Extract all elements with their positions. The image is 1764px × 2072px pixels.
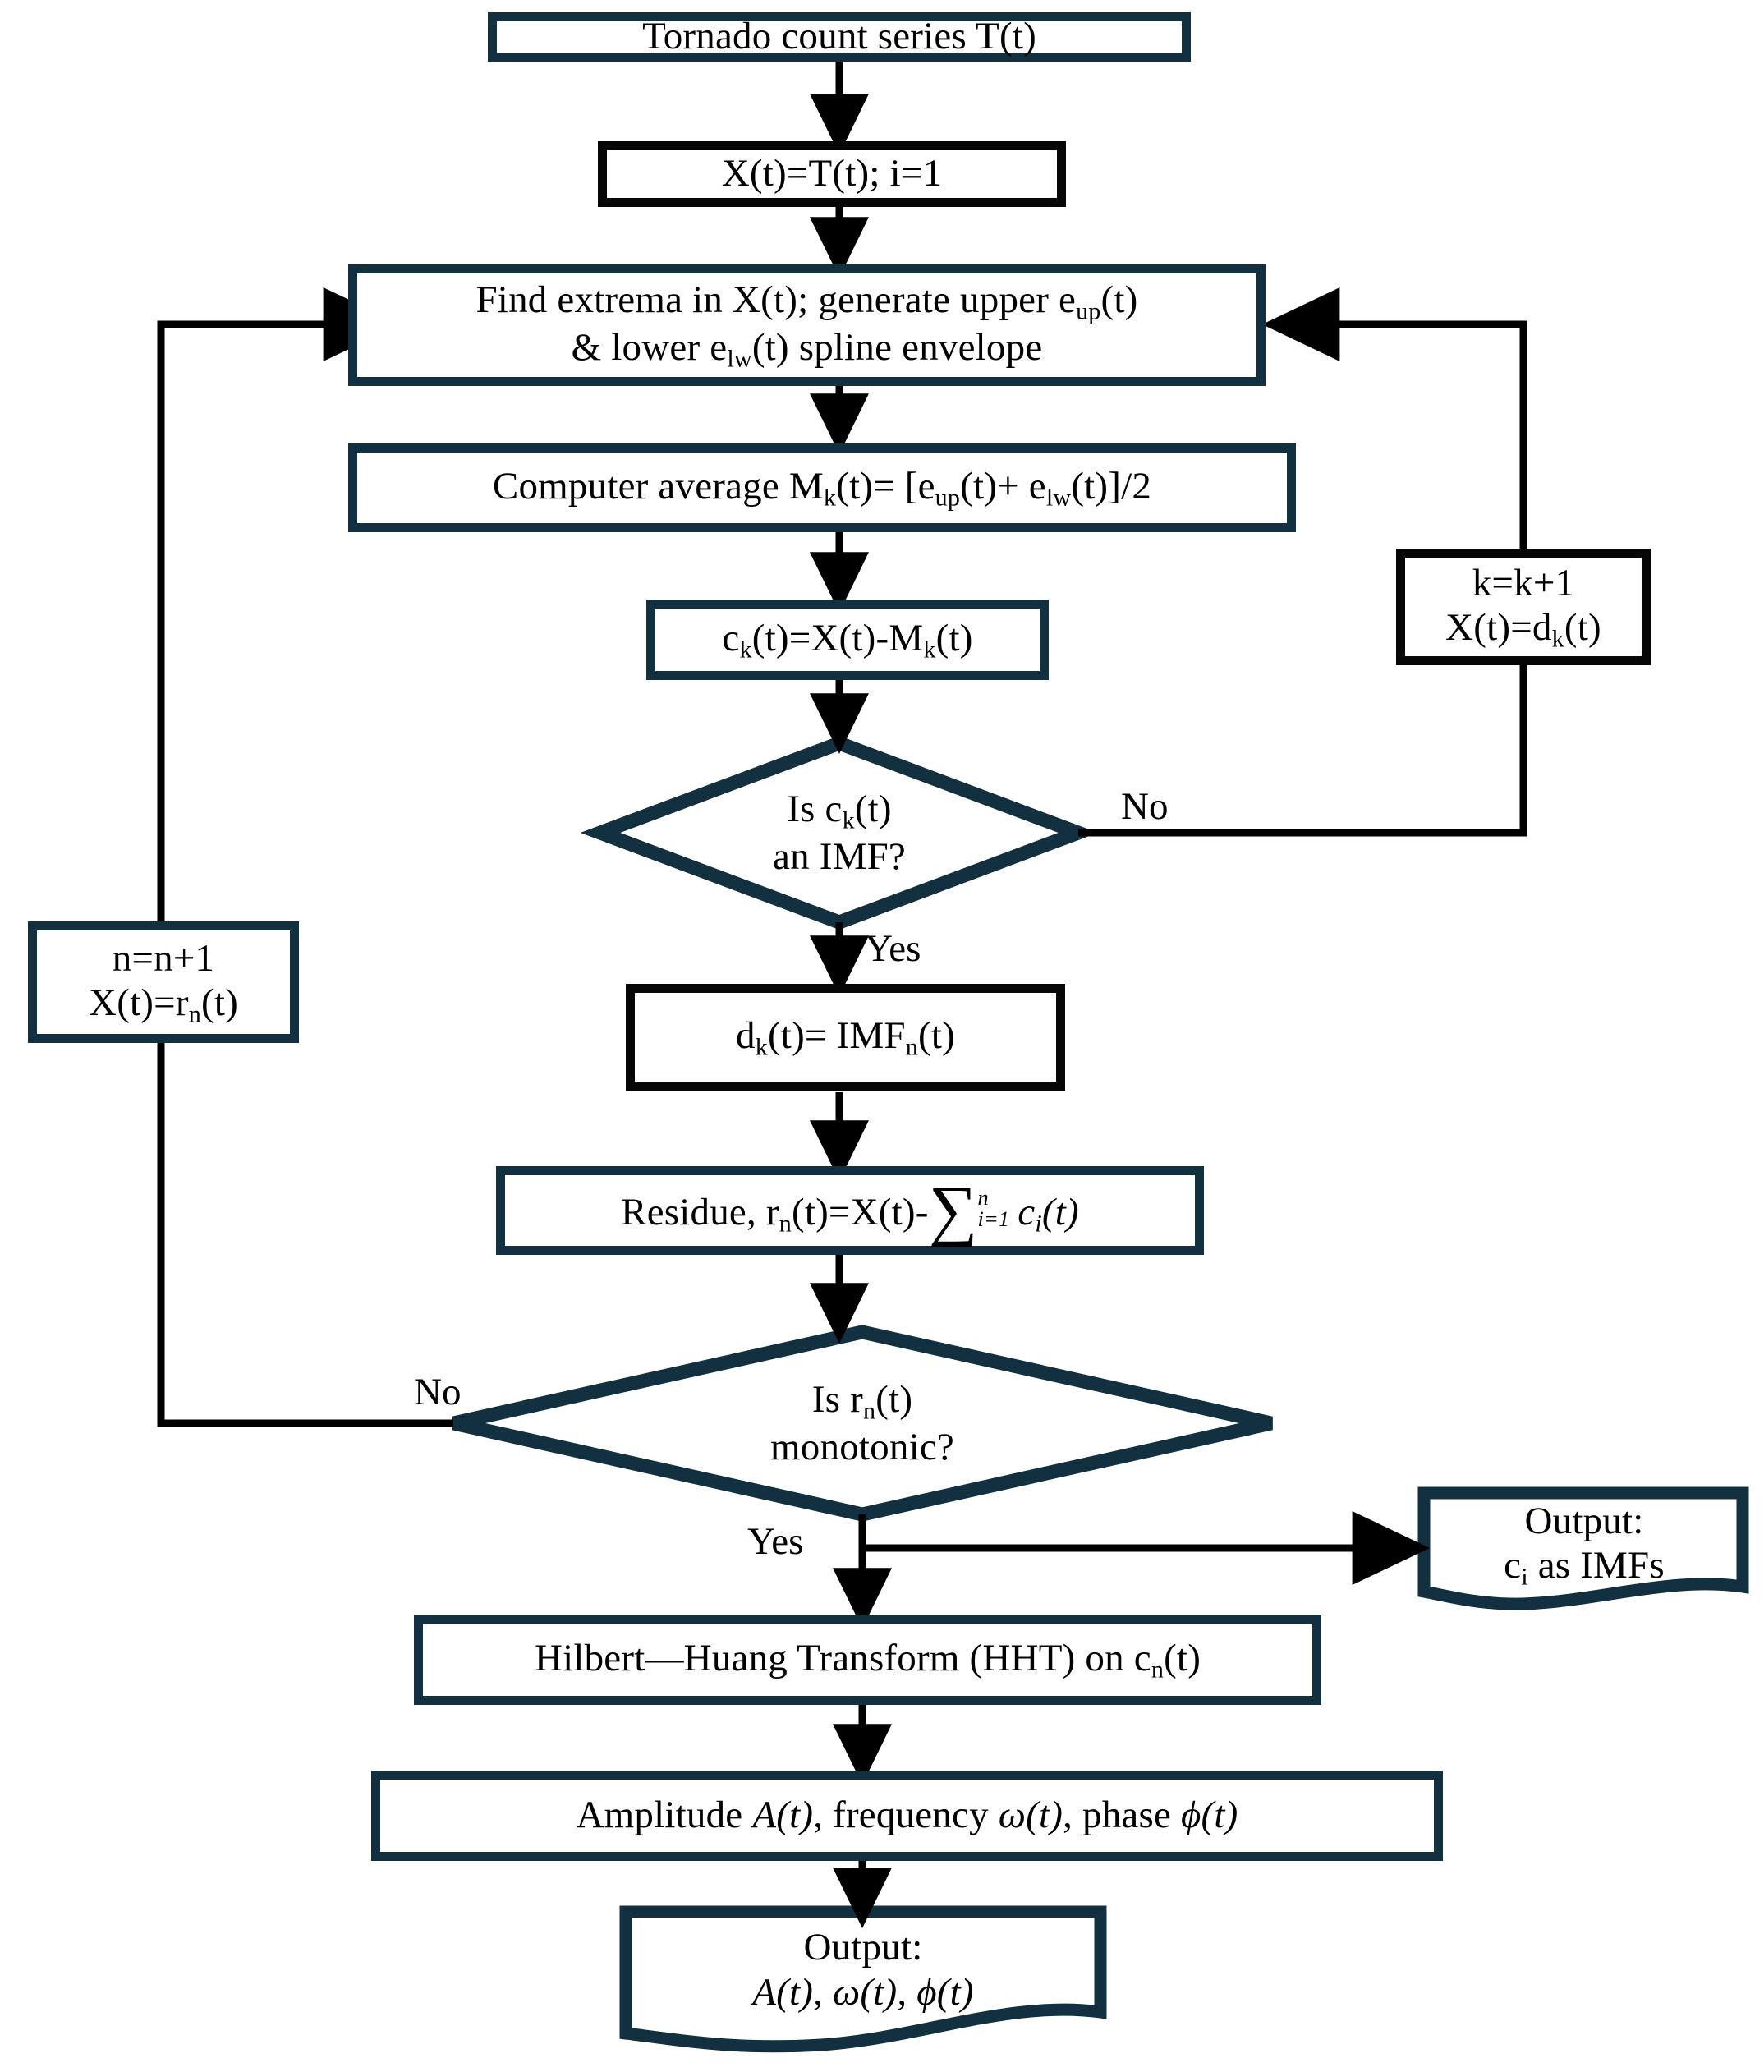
summation-sigma: ∑: [928, 1171, 978, 1248]
node-hht-label: Hilbert—Huang Transform (HHT) on cn(t): [534, 1636, 1201, 1683]
node-ck-label: ck(t)=X(t)-Mk(t): [722, 616, 973, 663]
node-init-label: X(t)=T(t); i=1: [721, 152, 943, 195]
node-output-imfs[interactable]: Output: ci as IMFs: [1429, 1496, 1739, 1593]
node-decision-is-monotonic[interactable]: Is rn(t) monotonic?: [702, 1360, 1022, 1487]
node-k-increment-label: k=k+1 X(t)=dk(t): [1445, 561, 1601, 653]
node-decision-is-imf[interactable]: Is ck(t) an IMF?: [683, 770, 995, 895]
node-decision-is-imf-label: Is ck(t) an IMF?: [773, 787, 906, 878]
node-n-increment-label: n=n+1 X(t)=rn(t): [89, 936, 238, 1028]
node-ck[interactable]: ck(t)=X(t)-Mk(t): [646, 600, 1049, 680]
node-n-increment[interactable]: n=n+1 X(t)=rn(t): [28, 921, 299, 1043]
edge-label-yes-imf: Yes: [865, 927, 921, 970]
edge-label-yes-monotonic: Yes: [747, 1520, 804, 1563]
node-init[interactable]: X(t)=T(t); i=1: [598, 141, 1066, 207]
edge-decision-monotonic-no-to-n-increment: [157, 1043, 453, 1427]
node-dk-imf[interactable]: dk(t)= IMFn(t): [626, 984, 1065, 1091]
edge-label-no-monotonic: No: [414, 1371, 462, 1413]
node-hht[interactable]: Hilbert—Huang Transform (HHT) on cn(t): [414, 1615, 1321, 1705]
document-shape-output-final: [619, 1905, 1107, 2053]
extrema-line-1: Find extrema in X(t); generate upper eup…: [475, 278, 1138, 325]
edge-k-increment-to-extrema: [1261, 287, 1527, 549]
node-computer-average-label: Computer average Mk(t)= [eup(t)+ elw(t)]…: [492, 464, 1152, 511]
node-amplitude-label: Amplitude A(t), frequency ω(t), phase ϕ(…: [576, 1794, 1238, 1837]
node-k-increment[interactable]: k=k+1 X(t)=dk(t): [1396, 549, 1651, 665]
node-amplitude[interactable]: Amplitude A(t), frequency ω(t), phase ϕ(…: [371, 1771, 1443, 1861]
edge-decision-imf-no-to-k-increment: [1078, 664, 1527, 837]
edge-n-increment-to-extrema: [157, 287, 402, 925]
node-find-extrema[interactable]: Find extrema in X(t); generate upper eup…: [348, 264, 1266, 386]
node-output-final-label: Output: A(t), ω(t), ϕ(t): [752, 1926, 974, 2014]
node-find-extrema-label: Find extrema in X(t); generate upper eup…: [475, 278, 1137, 374]
document-shape-output-imfs: [1417, 1486, 1749, 1610]
extrema-line-2: & lower elw(t) spline envelope: [571, 326, 1043, 373]
node-output-imfs-label: Output: ci as IMFs: [1504, 1499, 1665, 1591]
node-output-final[interactable]: Output: A(t), ω(t), ϕ(t): [631, 1915, 1096, 2025]
node-dk-imf-label: dk(t)= IMFn(t): [736, 1013, 955, 1060]
edge-label-no-imf: No: [1121, 785, 1169, 828]
node-start-label: Tornado count series T(t): [642, 15, 1036, 58]
node-computer-average[interactable]: Computer average Mk(t)= [eup(t)+ elw(t)]…: [348, 443, 1296, 532]
node-decision-is-monotonic-label: Is rn(t) monotonic?: [770, 1378, 954, 1469]
node-start[interactable]: Tornado count series T(t): [488, 12, 1191, 62]
